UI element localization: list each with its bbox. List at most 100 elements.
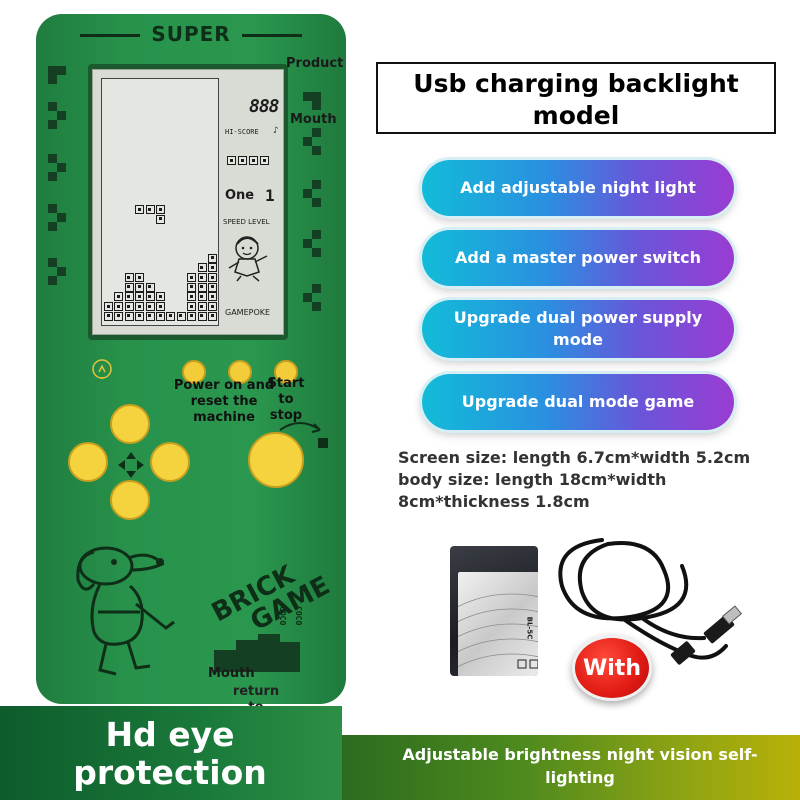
- side-text-2: COCO: [278, 606, 287, 626]
- side-deco-block: [303, 239, 312, 248]
- lcd-block: [208, 273, 217, 282]
- side-deco-block: [57, 163, 66, 172]
- lcd-block: [124, 282, 134, 292]
- level-word: One: [225, 188, 255, 203]
- dpad-left-button[interactable]: [68, 442, 108, 482]
- rotate-button[interactable]: [248, 432, 304, 488]
- lcd-block: [197, 282, 207, 292]
- side-deco-block: [57, 66, 66, 75]
- lcd-block: [197, 292, 207, 302]
- lcd-block: [187, 292, 197, 302]
- lcd-block: [145, 292, 155, 302]
- lcd-block: [187, 282, 197, 292]
- dpad-right-button[interactable]: [150, 442, 190, 482]
- lcd-block: [176, 311, 186, 321]
- lcd-block: [156, 214, 165, 224]
- lcd-block: [166, 311, 176, 321]
- lcd-block: [114, 302, 124, 312]
- banner-right: [342, 735, 800, 800]
- side-deco-block: [312, 180, 321, 189]
- lcd-block: [187, 302, 197, 312]
- side-deco-block: [312, 284, 321, 293]
- power-button[interactable]: [182, 360, 206, 384]
- side-deco-block: [48, 276, 57, 285]
- brand-text: SUPER: [151, 22, 231, 46]
- feature-pill-dual-mode: Upgrade dual mode game: [422, 374, 734, 430]
- lcd-block: [114, 292, 124, 302]
- lcd-block: [208, 292, 217, 302]
- lcd-block: [135, 311, 145, 321]
- brand-line-right: [242, 34, 302, 37]
- lcd-block: [104, 311, 113, 321]
- side-deco-block: [48, 66, 57, 75]
- side-deco-block: [48, 75, 57, 84]
- side-deco-block: [48, 120, 57, 129]
- lcd-block: [145, 311, 155, 321]
- mouth-label-2: Mouth: [208, 666, 255, 681]
- lcd-block: [145, 282, 155, 292]
- title-box: Usb charging backlight model: [376, 62, 776, 134]
- handheld-console: SUPER 888 HI-SCORE ♪ One 1 SPEED LEVEL G…: [36, 14, 346, 704]
- side-deco-block: [312, 146, 321, 155]
- lcd-block: [104, 302, 113, 312]
- side-deco-block: [303, 189, 312, 198]
- power-label: Power on and reset the machine: [173, 378, 275, 425]
- side-deco-block: [48, 258, 57, 267]
- deco-block: [258, 634, 280, 672]
- speed-level-label: SPEED LEVEL: [223, 218, 270, 226]
- lcd-block: [197, 263, 207, 273]
- side-deco-block: [57, 267, 66, 276]
- dpad-up-button[interactable]: [110, 404, 150, 444]
- start-button[interactable]: [274, 360, 298, 384]
- lcd-block: [124, 302, 134, 312]
- feature-pill-power-switch: Add a master power switch: [422, 230, 734, 286]
- side-deco-block: [48, 102, 57, 111]
- lcd-block: [156, 302, 165, 312]
- bulb-icon[interactable]: [91, 358, 113, 384]
- side-deco-block: [57, 111, 66, 120]
- lcd-block: [208, 311, 217, 321]
- battery-stripes: [458, 593, 538, 669]
- lcd-block: [156, 205, 165, 215]
- dpad-down-button[interactable]: [110, 480, 150, 520]
- side-deco-block: [312, 302, 321, 311]
- start-label: Start to stop: [267, 376, 305, 423]
- side-deco-block: [48, 154, 57, 163]
- brand-line-left: [80, 34, 140, 37]
- side-deco-block: [303, 137, 312, 146]
- lcd-block: [187, 273, 197, 282]
- lcd-block: [197, 302, 207, 312]
- specs-text: Screen size: length 6.7cm*width 5.2cm bo…: [398, 448, 751, 511]
- side-deco-block: [312, 92, 321, 101]
- tetris-playfield: [101, 78, 219, 326]
- lcd-block: [208, 302, 217, 312]
- side-deco-block: [57, 213, 66, 222]
- rotate-arrow-icon: [279, 422, 328, 448]
- side-deco-block: [312, 230, 321, 239]
- sound-button[interactable]: [228, 360, 252, 384]
- side-text: COCO: [294, 606, 303, 626]
- banner-left: [0, 706, 342, 800]
- feature-pill-dual-power: Upgrade dual power supply mode: [422, 300, 734, 358]
- side-deco-block: [48, 172, 57, 181]
- preview-block: [249, 156, 258, 165]
- side-deco-block: [48, 204, 57, 213]
- deco-block: [236, 640, 258, 672]
- lcd-block: [187, 311, 197, 321]
- gamepoke-label: GAMEPOKE: [225, 308, 271, 317]
- lcd-block: [197, 311, 207, 321]
- lcd-block: [135, 292, 145, 302]
- side-deco-block: [312, 198, 321, 207]
- lcd-block: [145, 205, 155, 215]
- with-badge: With: [572, 635, 652, 701]
- battery-label: BL-5C: [458, 572, 538, 676]
- deco-block: [280, 642, 300, 672]
- lcd-block: [124, 292, 134, 302]
- lcd-block: [124, 273, 134, 282]
- dog-mascot-icon: [76, 546, 175, 676]
- side-deco-block: [312, 101, 321, 110]
- hd-eye-protection-text: Hd eye protection: [73, 715, 267, 792]
- sound-icon: ♪: [273, 126, 279, 136]
- lcd-block: [135, 205, 145, 215]
- lcd-block: [124, 311, 134, 321]
